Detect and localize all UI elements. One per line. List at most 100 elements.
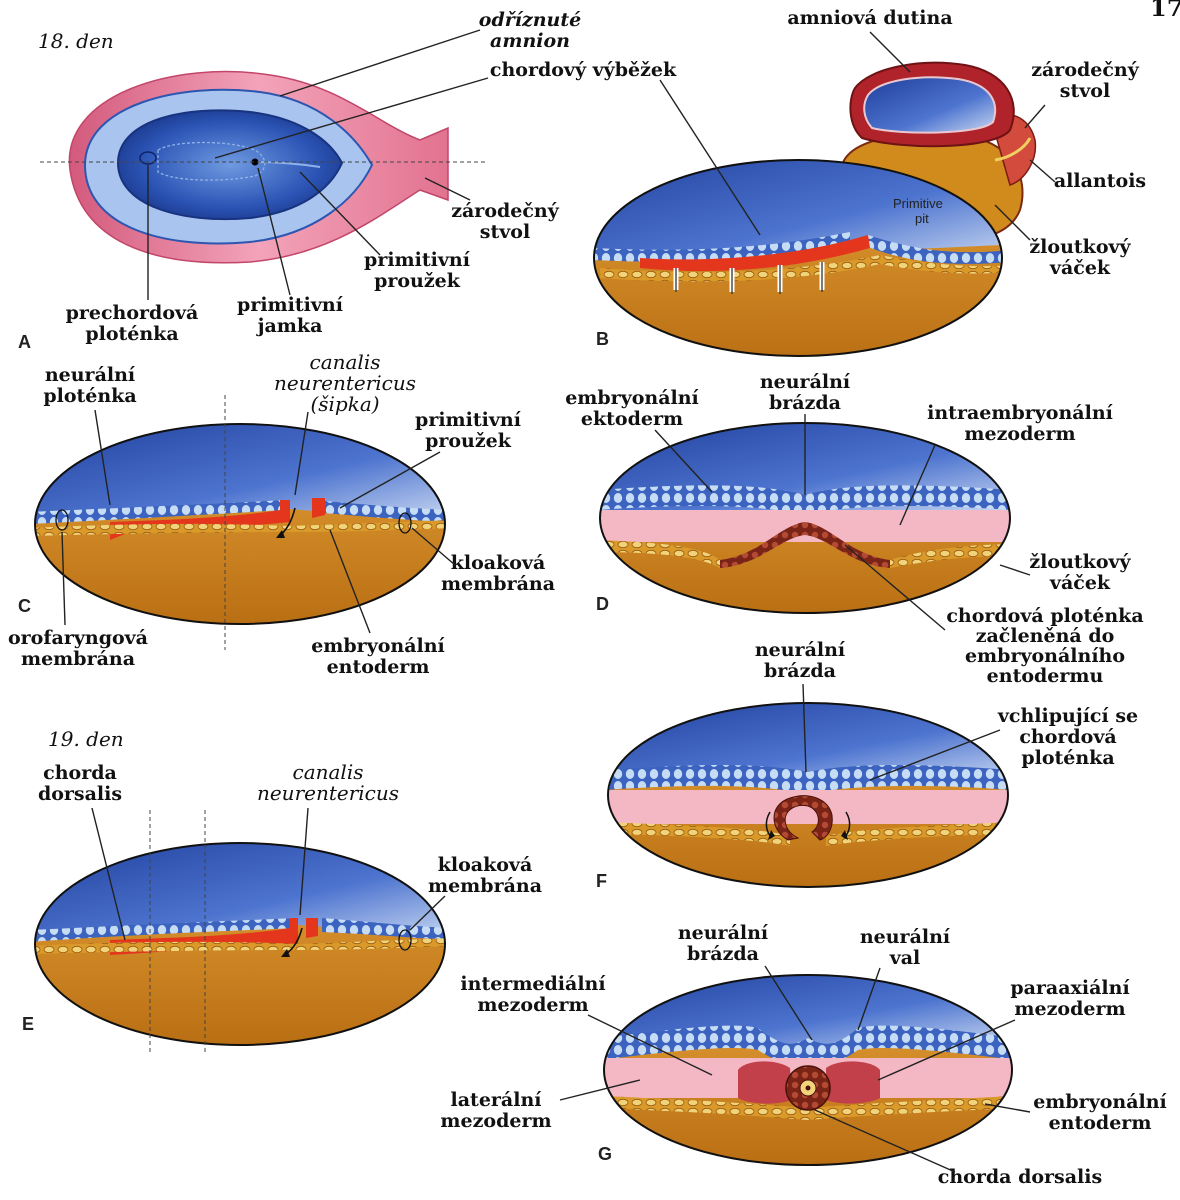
cloacal-membrane-e	[398, 929, 412, 951]
svg-text:váček: váček	[1049, 257, 1111, 279]
svg-text:primitivní: primitivní	[237, 294, 344, 316]
svg-text:mezoderm: mezoderm	[440, 1110, 551, 1132]
section-oval-f	[607, 702, 1009, 888]
svg-text:val: val	[889, 947, 921, 969]
svg-text:žloutkový: žloutkový	[1029, 236, 1131, 258]
svg-text:zárodečný: zárodečný	[1031, 59, 1140, 81]
panel-b-labels: amniová dutina zárodečný stvol allantois…	[787, 7, 1146, 279]
svg-text:intraembryonální: intraembryonální	[927, 402, 1113, 424]
svg-text:kloaková: kloaková	[451, 552, 546, 574]
svg-text:membrána: membrána	[21, 648, 135, 670]
svg-text:zárodečný: zárodečný	[451, 200, 560, 222]
panel-letter-b: B	[596, 329, 609, 349]
panel-letter-e: E	[22, 1014, 34, 1034]
svg-text:pit: pit	[915, 211, 929, 226]
svg-text:amnion: amnion	[490, 30, 570, 52]
svg-text:primitivní: primitivní	[415, 409, 522, 431]
svg-text:laterální: laterální	[451, 1089, 543, 1111]
svg-text:dorsalis: dorsalis	[38, 783, 122, 805]
panel-f: neurální brázda vchlipující se chordová …	[596, 639, 1138, 891]
svg-text:allantois: allantois	[1054, 170, 1146, 192]
primitive-pit-dot	[251, 158, 259, 166]
svg-text:ektoderm: ektoderm	[581, 408, 683, 430]
paraxial-mesoderm-right	[826, 1061, 880, 1104]
svg-text:neurentericus: neurentericus	[274, 371, 416, 395]
panel-e: 19. den chorda dorsalis canalis neurente…	[22, 727, 542, 1055]
panel-g: neurální brázda neurální val intermediál…	[440, 922, 1167, 1188]
svg-text:ploténka: ploténka	[85, 323, 178, 345]
section-oval-g	[603, 974, 1013, 1166]
svg-text:stvol: stvol	[480, 221, 530, 243]
svg-text:neurální: neurální	[678, 922, 769, 944]
day-label-19: 19. den	[48, 727, 124, 751]
svg-text:vchlipující se: vchlipující se	[997, 705, 1138, 727]
svg-text:canalis: canalis	[310, 350, 381, 374]
svg-text:embryonálního: embryonálního	[965, 645, 1125, 667]
primitive-streak	[254, 161, 321, 168]
paraxial-mesoderm-left	[738, 1061, 792, 1104]
panel-letter-d: D	[596, 594, 609, 614]
svg-text:začleněná do: začleněná do	[976, 625, 1115, 647]
svg-text:entoderm: entoderm	[1049, 1112, 1152, 1134]
svg-text:chorda: chorda	[43, 762, 117, 784]
svg-text:neurentericus: neurentericus	[257, 781, 399, 805]
orophar-membrane-c	[55, 509, 69, 531]
section-oval-e	[34, 842, 446, 1046]
svg-text:ploténka: ploténka	[43, 385, 136, 407]
svg-text:mezoderm: mezoderm	[477, 994, 588, 1016]
panel-b: Primitive pit amniová dutina zárodečný s…	[593, 7, 1146, 357]
svg-text:odříznuté: odříznuté	[479, 9, 581, 31]
panel-a-labels: odříznuté amnion chordový výběžek zárode…	[66, 9, 677, 345]
amnion-cavity-b	[863, 76, 997, 134]
panel-letter-f: F	[596, 871, 607, 891]
svg-text:stvol: stvol	[1060, 80, 1110, 102]
panel-d: embryonální ektoderm neurální brázda int…	[565, 371, 1143, 687]
invaginating-notochord-f	[773, 795, 833, 841]
svg-text:ploténka: ploténka	[1021, 747, 1114, 769]
svg-text:mezoderm: mezoderm	[1014, 998, 1125, 1020]
svg-text:chordová ploténka: chordová ploténka	[946, 605, 1143, 627]
panel-c-labels: neurální ploténka canalis neurentericus …	[8, 350, 555, 678]
svg-text:entodermu: entodermu	[987, 665, 1104, 687]
panel-f-labels: neurální brázda vchlipující se chordová …	[755, 639, 1138, 769]
svg-text:Primitive: Primitive	[893, 196, 943, 211]
panel-e-labels: chorda dorsalis canalis neurentericus kl…	[38, 760, 542, 897]
svg-text:embryonální: embryonální	[565, 387, 699, 409]
svg-text:entoderm: entoderm	[327, 656, 430, 678]
section-oval-c	[34, 423, 446, 625]
svg-text:žloutkový: žloutkový	[1029, 551, 1131, 573]
panel-c: neurální ploténka canalis neurentericus …	[8, 350, 555, 678]
svg-text:canalis: canalis	[293, 760, 364, 784]
notochord-plate-d	[720, 522, 890, 568]
panel-d-labels: embryonální ektoderm neurální brázda int…	[565, 371, 1143, 687]
svg-text:(šipka): (šipka)	[310, 392, 379, 416]
notochord-process-b	[640, 235, 870, 272]
svg-text:proužek: proužek	[374, 270, 461, 292]
svg-text:neurální: neurální	[760, 371, 851, 393]
panel-g-labels: neurální brázda neurální val intermediál…	[440, 922, 1167, 1188]
svg-text:amniová dutina: amniová dutina	[787, 7, 952, 29]
svg-text:brázda: brázda	[687, 943, 759, 965]
section-oval-b	[593, 159, 1003, 357]
svg-text:membrána: membrána	[441, 573, 555, 595]
svg-text:chordový výběžek: chordový výběžek	[490, 59, 677, 81]
svg-text:chorda dorsalis: chorda dorsalis	[938, 1166, 1102, 1188]
svg-text:proužek: proužek	[425, 430, 512, 452]
svg-text:neurální: neurální	[860, 926, 951, 948]
allantois-b	[994, 137, 1032, 162]
svg-text:váček: váček	[1049, 572, 1111, 594]
svg-text:kloaková: kloaková	[438, 854, 533, 876]
svg-text:jamka: jamka	[256, 315, 323, 337]
svg-text:neurální: neurální	[755, 639, 846, 661]
svg-text:embryonální: embryonální	[1033, 1091, 1167, 1113]
svg-text:membrána: membrána	[428, 875, 542, 897]
panel-letter-c: C	[18, 596, 31, 616]
svg-text:neurální: neurální	[45, 364, 136, 386]
ectoderm-b	[594, 232, 850, 262]
svg-text:brázda: brázda	[764, 660, 836, 682]
panel-letter-g: G	[598, 1144, 612, 1164]
svg-text:primitivní: primitivní	[364, 249, 471, 271]
cloacal-membrane-c	[398, 512, 412, 534]
svg-text:intermediální: intermediální	[460, 973, 606, 995]
